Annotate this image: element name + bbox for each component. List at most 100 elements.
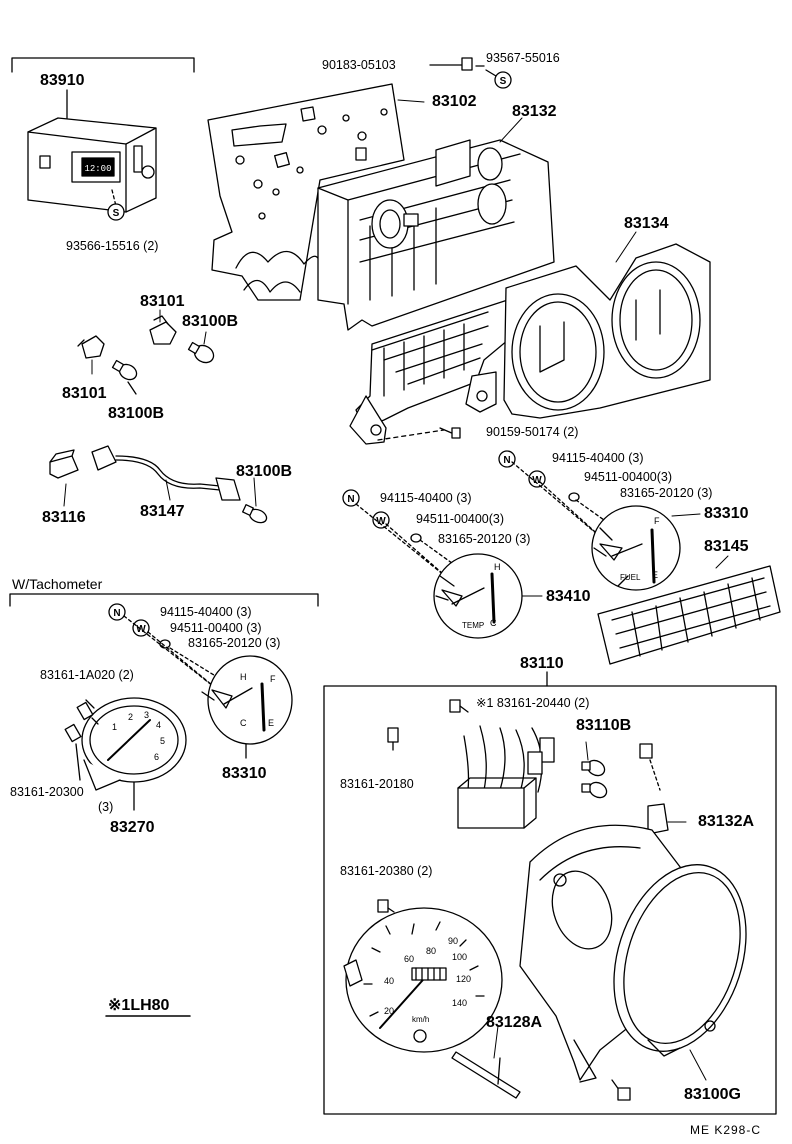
socket-83101-upper (149, 315, 177, 345)
temp-c-label: C (490, 618, 497, 628)
part-83161-20440: 83161-20440 (2) (496, 696, 590, 710)
w-symbol-letter: W (532, 475, 542, 486)
tach-tick-label: 6 (154, 752, 159, 762)
part-83147: 83147 (140, 503, 185, 520)
part-83128a: 83128A (486, 1014, 543, 1031)
screw-83161-1a020 (76, 699, 99, 725)
part-83101-upper: 83101 (140, 293, 185, 310)
clip-83132a (639, 743, 669, 835)
part-94115-40400-right: 94115-40400 (3) (552, 451, 644, 465)
s-symbol (494, 71, 512, 89)
speedometer-housing (519, 824, 691, 1083)
fuel-f-label: F (654, 516, 660, 526)
part-83100b-upper: 83100B (182, 313, 239, 330)
n-symbol (342, 489, 360, 507)
screw-bottom (611, 1079, 631, 1101)
part-94115-40400-mid: 94115-40400 (3) (380, 491, 472, 505)
fuel-f-label: F (270, 674, 276, 684)
part-83410: 83410 (546, 588, 591, 605)
n-symbol-letter: N (503, 455, 510, 466)
fuel-e-label: E (268, 718, 274, 728)
n-symbol (108, 603, 126, 621)
bulb-83110b (581, 759, 608, 799)
part-83161-20300-qty: (3) (98, 800, 114, 814)
speed-tick-label: 90 (448, 936, 458, 946)
part-83145: 83145 (704, 538, 749, 555)
part-83100g: 83100G (684, 1086, 741, 1103)
leader-lines (63, 99, 729, 1081)
speed-tick-label: 80 (426, 946, 436, 956)
part-83310-left: 83310 (222, 765, 267, 782)
part-94511-00400-mid: 94511-00400(3) (416, 512, 505, 526)
cluster-housing (207, 83, 555, 445)
part-94511-00400-right: 94511-00400(3) (584, 470, 673, 484)
speed-tick-label: 60 (404, 954, 414, 964)
part-83165-20120-right: 83165-20120 (3) (620, 486, 713, 500)
w-symbol-letter: W (136, 624, 146, 635)
part-83102: 83102 (432, 93, 477, 110)
speed-tick-label: 20 (384, 1006, 394, 1016)
tach-tick-label: 4 (156, 720, 161, 730)
speedometer-assembly-box (323, 685, 777, 1115)
wire-harness-83147 (91, 445, 241, 501)
part-83132: 83132 (512, 103, 557, 120)
speed-tick-label: 40 (384, 976, 394, 986)
screw-90183 (429, 57, 485, 71)
part-83910: 83910 (40, 72, 85, 89)
screw-83161-20300 (64, 723, 82, 781)
bulb-83100b-lower (111, 359, 138, 381)
tach-tick-label: 1 (112, 722, 117, 732)
part-83270: 83270 (110, 819, 155, 836)
temp-c-label: C (240, 718, 247, 728)
asterisk-mark: ※1 (108, 997, 131, 1014)
fuel-gauge-83310-right: F E FUEL (591, 505, 681, 591)
lh80-label: LH80 (130, 997, 170, 1014)
temp-h-label: H (494, 562, 501, 572)
speed-tick-label: 120 (456, 974, 471, 984)
part-83100b-harness: 83100B (236, 463, 293, 480)
part-94115-40400-left: 94115-40400 (3) (160, 605, 252, 619)
part-83161-20440-row: ※1 83161-20440 (2) (476, 697, 589, 710)
bulb-83100b-upper (187, 341, 215, 364)
n-symbol (498, 450, 516, 468)
fuel-word-label: FUEL (620, 573, 641, 582)
part-93566-15516: 93566-15516 (2) (66, 239, 159, 253)
speed-tick-label: 100 (452, 952, 467, 962)
tachometer-bracket (9, 593, 319, 607)
diagram-code: ME K298-C (690, 1123, 762, 1137)
s-symbol-letter: S (113, 208, 120, 219)
speedometer-dial: 20 40 60 80 90 100 120 140 km/h (343, 907, 503, 1053)
temp-h-label: H (240, 672, 247, 682)
circuit-plate-83102 (207, 83, 405, 301)
clock-group: 12:00 S (11, 57, 195, 221)
speed-unit-label: km/h (412, 1015, 429, 1024)
tach-tick-label: 5 (160, 736, 165, 746)
part-83161-1a020: 83161-1A020 (2) (40, 668, 134, 682)
tach-tick-label: 2 (128, 712, 133, 722)
lh80-note: ※1LH80 (108, 998, 169, 1014)
part-83101-lower: 83101 (62, 385, 107, 402)
w-tachometer-heading: W/Tachometer (12, 576, 103, 592)
part-83165-20120-mid: 83165-20120 (3) (438, 532, 531, 546)
cluster-panel-83134 (503, 243, 711, 419)
temp-gauge-83410: H C TEMP (433, 553, 523, 639)
w-symbol (372, 511, 390, 529)
part-93567-55016: 93567-55016 (486, 51, 560, 65)
clock-bracket (11, 57, 195, 73)
socket-83101-lower (77, 335, 105, 359)
part-83161-20380: 83161-20380 (2) (340, 864, 433, 878)
part-90183-05103: 90183-05103 (322, 58, 396, 72)
part-83110: 83110 (520, 655, 564, 672)
fuel-gauge-83310-left: F E H C (201, 655, 293, 759)
washer (568, 492, 580, 502)
part-83161-20300: 83161-20300 (10, 785, 84, 799)
plate-83145 (597, 565, 781, 665)
part-83132a: 83132A (698, 813, 755, 830)
screw-90159 (377, 427, 461, 441)
fuel-e-label: E (652, 570, 658, 580)
screw-83161-20440 (449, 699, 469, 713)
n-symbol-letter: N (113, 608, 120, 619)
tach-tick-label: 3 (144, 710, 149, 720)
printed-circuit-wiring (457, 725, 555, 829)
